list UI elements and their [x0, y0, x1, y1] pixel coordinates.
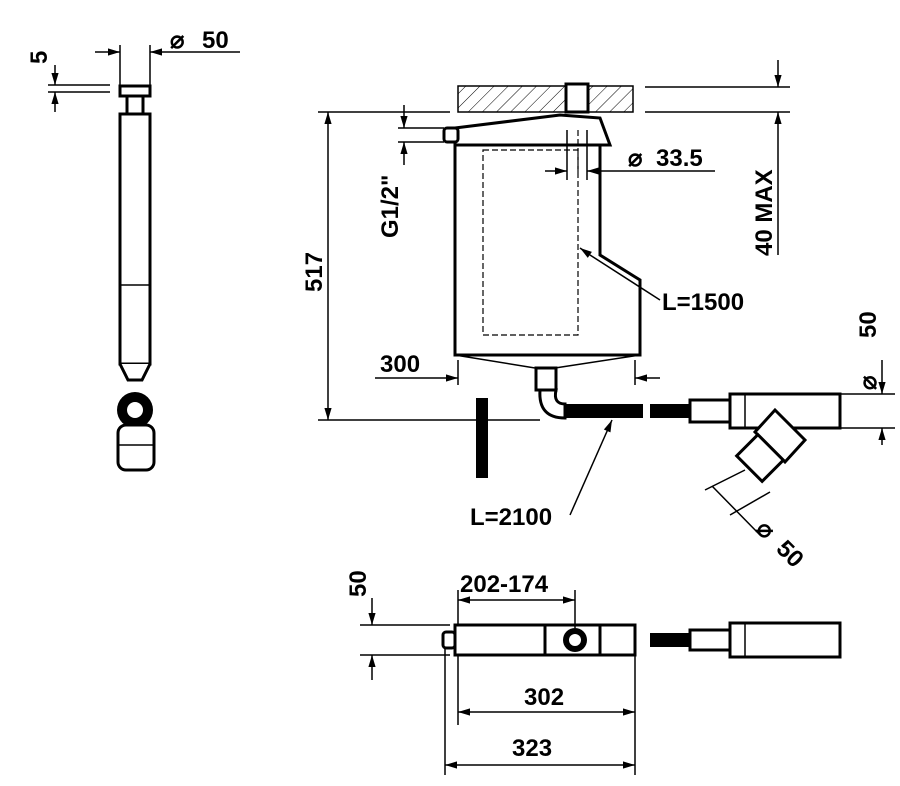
dim-total-label: 323 — [512, 735, 552, 762]
side-diameter-symbol: ⌀ — [170, 27, 185, 54]
dim-width-label: 300 — [380, 351, 420, 378]
wall-hatch — [457, 85, 634, 113]
dim-flange-label: 5 — [26, 51, 53, 64]
front-view: 40 MAX 517 G1/2" ⌀ 33.5 L=1500 — [301, 60, 895, 573]
dim-pipe-diameter-label: 33.5 — [656, 145, 703, 172]
side-view: 5 ⌀ 50 — [26, 27, 240, 472]
dim-height-label: 517 — [301, 252, 328, 292]
dim-side-diameter-label: 50 — [202, 27, 229, 54]
branch-diameter-symbol: ⌀ — [751, 515, 781, 545]
dim-thread-label: G1/2" — [377, 175, 404, 238]
dim-max-label: 40 MAX — [751, 169, 778, 256]
dim-adjust-label: 202-174 — [460, 571, 549, 598]
outlet-diameter-symbol: ⌀ — [855, 375, 882, 390]
dim-hose-length-label: L=2100 — [470, 504, 552, 531]
dim-body-label: 302 — [524, 684, 564, 711]
top-view: 50 202-174 302 323 — [345, 570, 842, 775]
dim-branch-diameter-label: 50 — [771, 535, 809, 573]
dim-depth-label: 50 — [345, 570, 372, 597]
dim-internal-length-label: L=1500 — [662, 289, 744, 316]
pipe-diameter-symbol: ⌀ — [628, 145, 643, 172]
dim-outlet-diameter-label: 50 — [855, 311, 882, 338]
